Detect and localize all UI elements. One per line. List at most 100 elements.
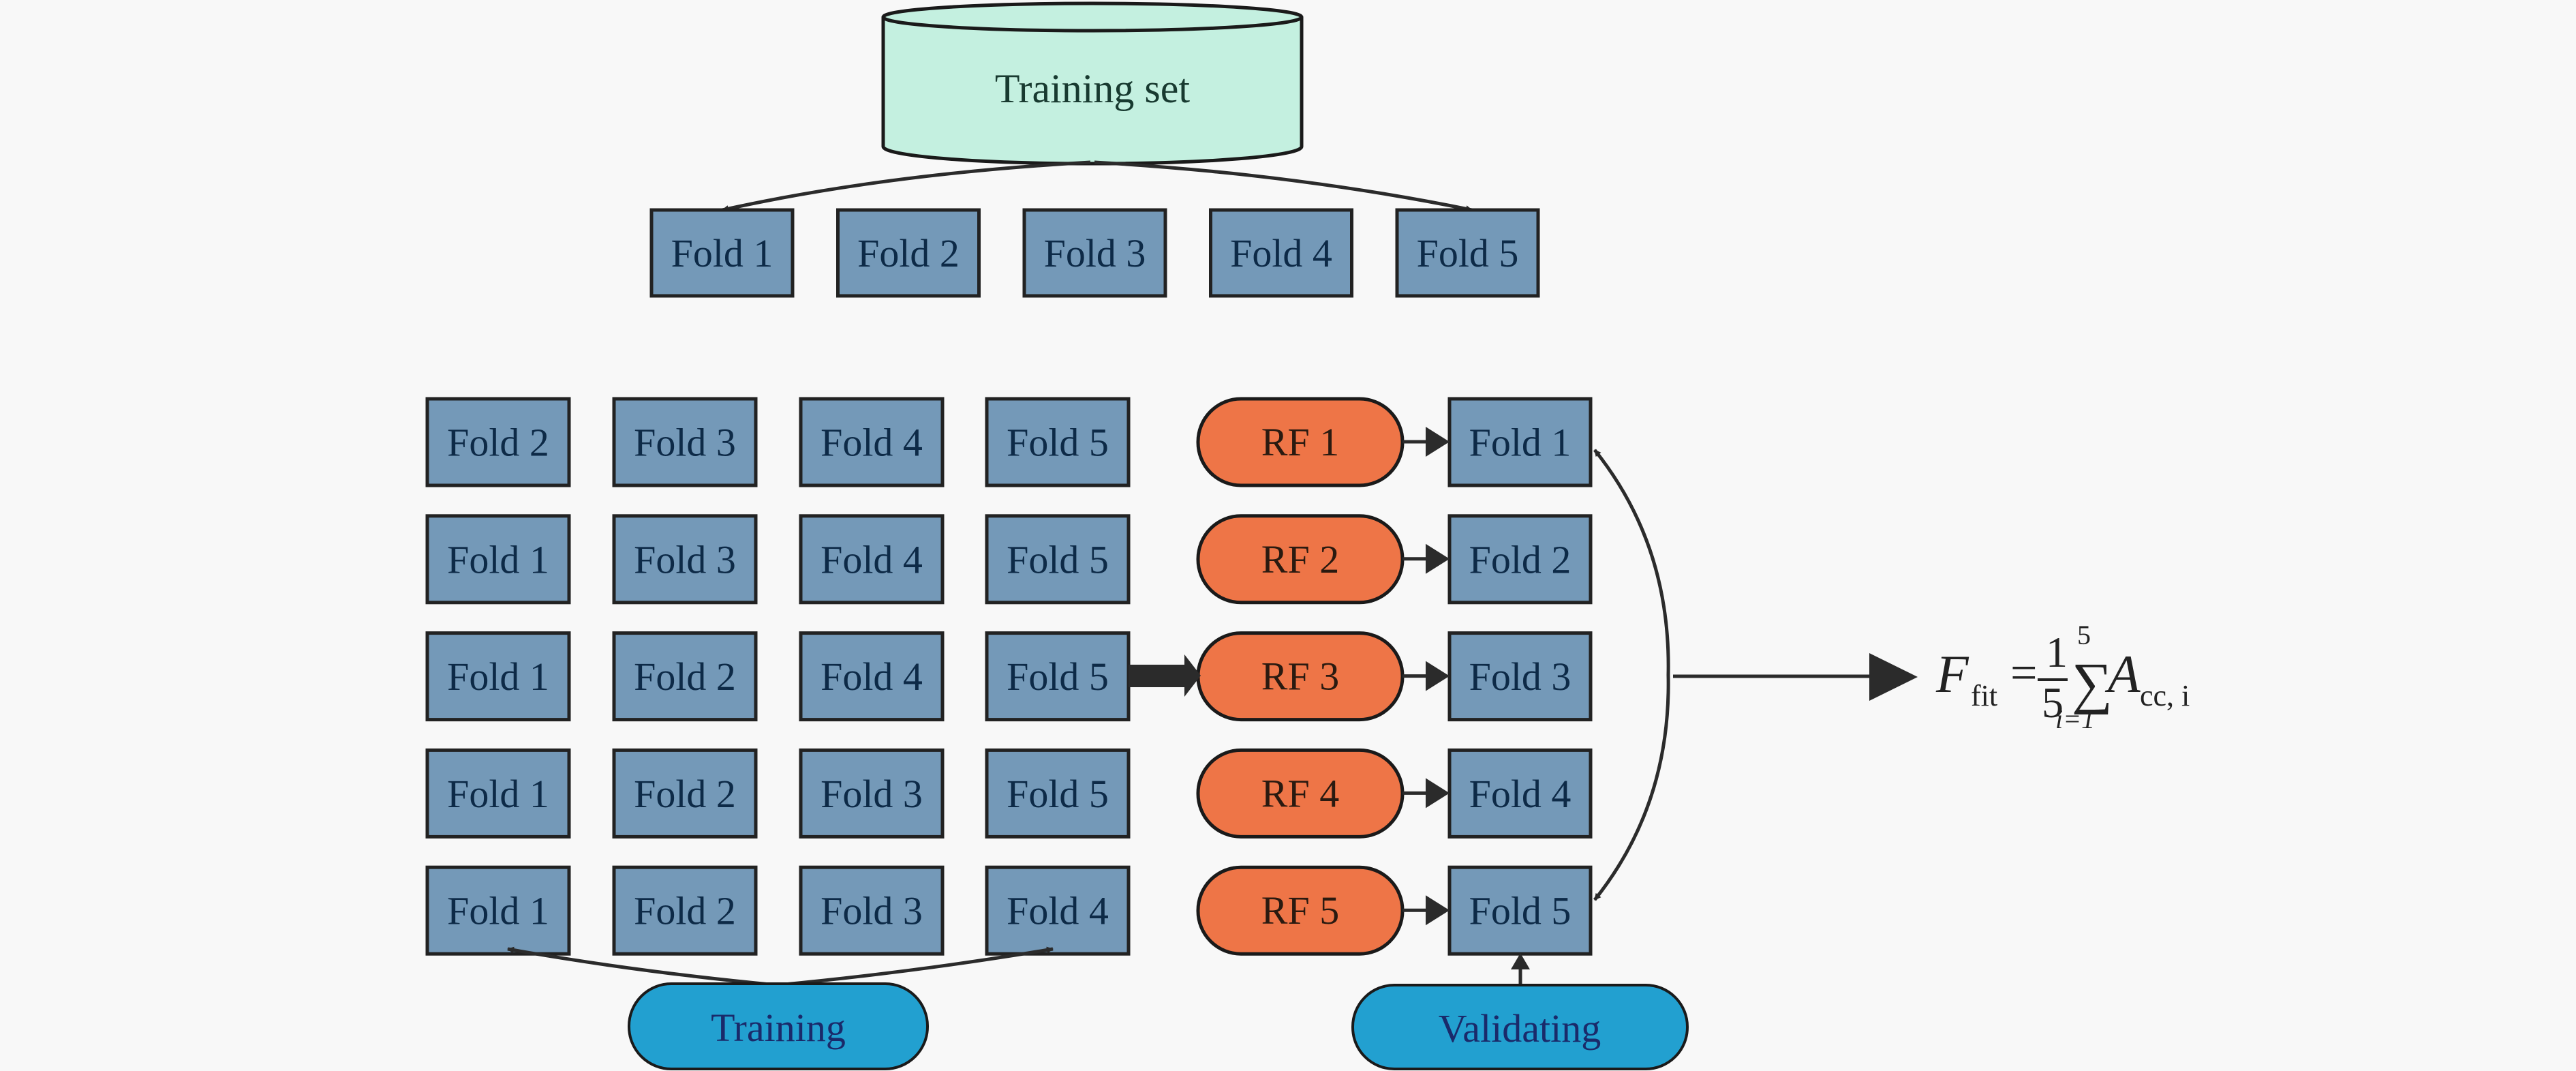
fold-box — [425, 514, 571, 605]
training-arrow-left — [507, 946, 778, 987]
fold-box — [1447, 514, 1593, 605]
rf-label: RF 4 — [1261, 771, 1339, 815]
fold-box — [612, 748, 758, 839]
fold-box — [1395, 208, 1540, 298]
formula-frac-den: 5 — [2042, 678, 2064, 727]
fold-label: Fold 4 — [1230, 231, 1332, 275]
rf-model-4: RF 4 — [1196, 748, 1405, 839]
fold-label: Fold 1 — [447, 537, 549, 582]
validating-phase-label: Validating — [1439, 1006, 1601, 1051]
split-arrow-left — [722, 160, 1091, 212]
rf-label: RF 5 — [1261, 888, 1339, 933]
rf-model-3: RF 3 — [1196, 631, 1405, 722]
fold-label: Fold 2 — [447, 421, 549, 465]
validation-folds-column: Fold 1 Fold 2 Fold 3 Fold 4 Fold 5 — [1447, 397, 1593, 956]
training-arrow-right — [776, 946, 1054, 987]
train-fold-r1-c4: Fold 5 — [985, 397, 1131, 487]
fold-label: Fold 4 — [821, 421, 923, 465]
fold-box — [612, 514, 758, 605]
fold-label: Fold 5 — [1007, 654, 1109, 699]
rf-model-1: RF 1 — [1196, 397, 1405, 487]
training-phase-pill: Training — [628, 982, 929, 1070]
validation-fold-3: Fold 3 — [1447, 631, 1593, 722]
fold-label: Fold 2 — [634, 654, 736, 699]
formula-term-sub: cc, i — [2140, 679, 2190, 712]
validation-fold-5: Fold 5 — [1447, 865, 1593, 956]
formula-sum-lower: i=1 — [2055, 704, 2095, 734]
train-fold-r4-c3: Fold 3 — [799, 748, 945, 839]
fold-label: Fold 2 — [1469, 537, 1571, 582]
training-set-label: Training set — [995, 66, 1190, 111]
rf-to-fold-arrowhead — [1426, 895, 1450, 926]
train-fold-r5-c3: Fold 3 — [799, 865, 945, 956]
train-fold-r4-c2: Fold 2 — [612, 748, 758, 839]
fold-box — [612, 397, 758, 487]
rf-label: RF 3 — [1261, 654, 1339, 699]
split-fold-5: Fold 5 — [1395, 208, 1540, 298]
formula-frac-num: 1 — [2046, 628, 2068, 676]
fold-box — [612, 631, 758, 722]
fold-box — [425, 865, 571, 956]
fold-box — [799, 397, 945, 487]
aggregation-arc-lower — [1593, 674, 1670, 901]
train-fold-r2-c3: Fold 4 — [799, 514, 945, 605]
train-fold-r5-c4: Fold 4 — [985, 865, 1131, 956]
fold-label: Fold 2 — [634, 772, 736, 816]
formula-lhs-sub: fit — [1971, 679, 1997, 712]
train-fold-r1-c3: Fold 4 — [799, 397, 945, 487]
train-fold-r2-c2: Fold 3 — [612, 514, 758, 605]
aggregation-arc — [1593, 449, 1670, 676]
train-fold-r1-c1: Fold 2 — [425, 397, 571, 487]
validating-arrowhead — [1511, 953, 1530, 969]
training-phase-label: Training — [711, 1006, 846, 1050]
fold-box — [612, 865, 758, 956]
train-fold-r3-c2: Fold 2 — [612, 631, 758, 722]
split-fold-2: Fold 2 — [836, 208, 981, 298]
train-fold-r5-c1: Fold 1 — [425, 865, 571, 956]
train-fold-r4-c4: Fold 5 — [985, 748, 1131, 839]
fold-label: Fold 4 — [821, 654, 923, 699]
training-set-cylinder: Training set — [881, 1, 1304, 166]
rf-label: RF 2 — [1261, 537, 1339, 582]
fold-label: Fold 1 — [447, 654, 549, 699]
fold-box — [799, 514, 945, 605]
result-arrowhead — [1869, 653, 1918, 701]
fold-box — [1447, 865, 1593, 956]
fold-label: Fold 4 — [1007, 889, 1109, 933]
fold-label: Fold 2 — [857, 231, 960, 275]
split-fold-4: Fold 4 — [1209, 208, 1353, 298]
fold-box — [836, 208, 981, 298]
fold-box — [985, 514, 1131, 605]
fold-label: Fold 4 — [821, 537, 923, 582]
formula-sum-upper: 5 — [2077, 620, 2091, 650]
fold-box — [985, 397, 1131, 487]
fold-box — [799, 631, 945, 722]
rf-to-fold-arrowhead — [1426, 427, 1450, 457]
fold-box — [799, 865, 945, 956]
train-fold-r2-c4: Fold 5 — [985, 514, 1131, 605]
train-fold-r3-c4: Fold 5 — [985, 631, 1131, 722]
fold-box — [985, 865, 1131, 956]
fold-label: Fold 3 — [1044, 231, 1146, 275]
fold-label: Fold 2 — [634, 889, 736, 933]
fold-label: Fold 3 — [1469, 654, 1571, 699]
validation-fold-1: Fold 1 — [1447, 397, 1593, 487]
formula-sum-symbol: ∑ — [2072, 652, 2113, 715]
fold-label: Fold 3 — [821, 889, 923, 933]
fold-box — [1022, 208, 1167, 298]
model-edges — [1402, 427, 1450, 926]
validation-fold-4: Fold 4 — [1447, 748, 1593, 839]
fold-label: Fold 3 — [821, 772, 923, 816]
fold-label: Fold 1 — [671, 231, 773, 275]
fold-box — [649, 208, 795, 298]
train-fold-r3-c1: Fold 1 — [425, 631, 571, 722]
fold-box — [425, 631, 571, 722]
validation-fold-2: Fold 2 — [1447, 514, 1593, 605]
train-fold-r1-c2: Fold 3 — [612, 397, 758, 487]
fold-label: Fold 4 — [1469, 772, 1571, 816]
training-folds-grid: Fold 2 Fold 3 Fold 4 Fold 5 Fold 1 Fold 3 Fold… — [425, 397, 1131, 956]
fold-label: Fold 3 — [634, 421, 736, 465]
fitness-formula: F fit = 1 5 ∑ 5 i=1 A cc, i — [1935, 620, 2190, 734]
split-folds-row: Fold 1 Fold 2 Fold 3 Fold 4 Fold 5 — [649, 208, 1540, 298]
